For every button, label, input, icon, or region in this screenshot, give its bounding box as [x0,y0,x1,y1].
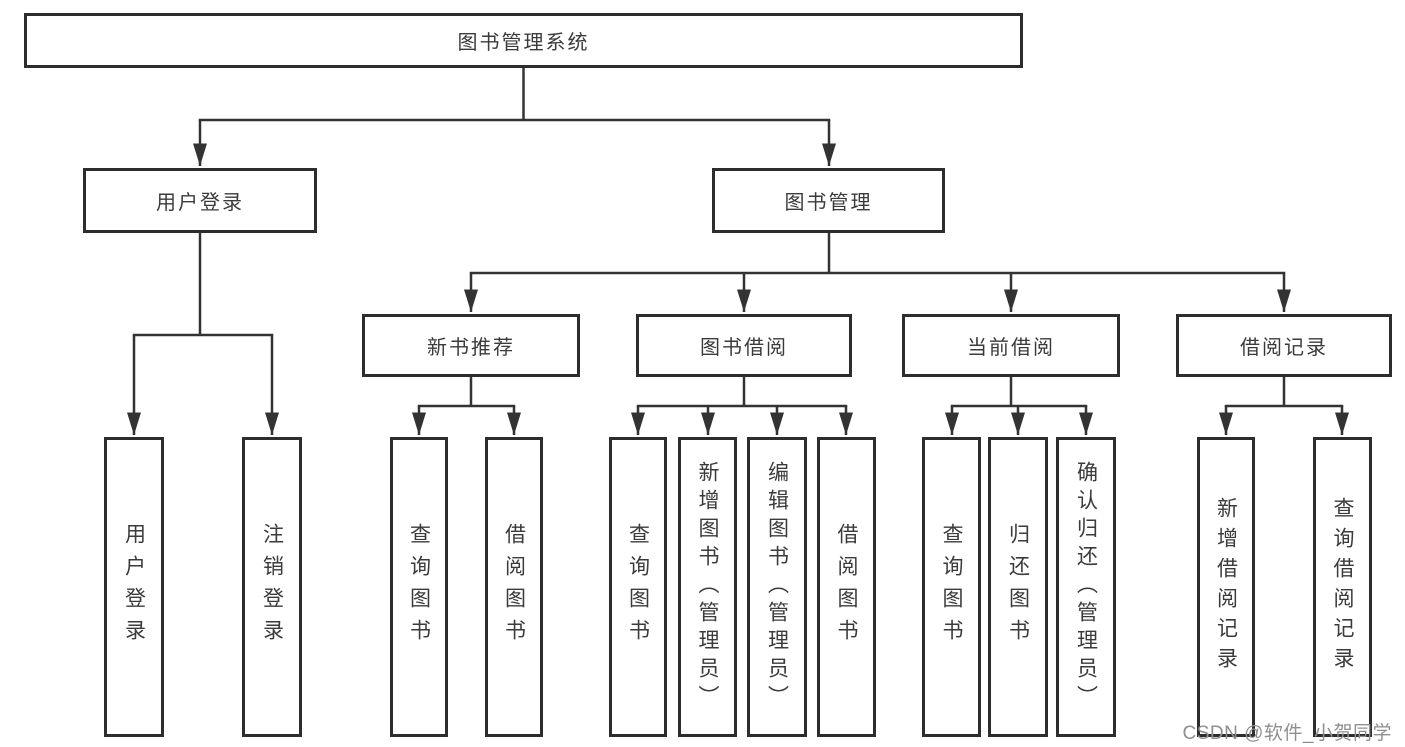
leaf-add-borrow-record: 新增借阅记录 [1197,437,1255,737]
node-label: 借阅图书 [502,523,526,651]
node-label: 图书管理系统 [457,32,590,54]
leaf-query-book-1: 查询图书 [390,437,448,737]
node-label: 用户登录 [156,192,244,214]
node-new-book-recommend: 新书推荐 [362,314,580,377]
node-label: 当前借阅 [967,337,1055,359]
leaf-query-book-3: 查询图书 [922,437,981,737]
node-label: 用户登录 [122,523,146,651]
csdn-watermark: CSDN @软件_小贺同学 [1182,723,1392,744]
node-label: 归还图书 [1006,523,1030,651]
node-book-borrow: 图书借阅 [636,314,852,377]
node-label: 查询借阅记录 [1331,497,1354,677]
node-root: 图书管理系统 [24,13,1023,68]
node-label: 借阅图书 [835,523,858,651]
node-label: 查询图书 [940,523,963,651]
node-label: 编辑图书（管理员） [765,461,789,713]
node-label: 查询图书 [626,523,650,651]
node-label: 新书推荐 [427,337,515,359]
node-current-borrow: 当前借阅 [902,314,1120,377]
node-label: 查询图书 [407,523,431,651]
leaf-logout-login: 注销登录 [242,437,302,737]
leaf-borrow-book-2: 借阅图书 [817,437,876,737]
leaf-return-book: 归还图书 [988,437,1048,737]
node-book-management: 图书管理 [712,168,945,233]
leaf-edit-book-admin: 编辑图书（管理员） [747,437,807,737]
leaf-borrow-book-1: 借阅图书 [485,437,543,737]
leaf-query-book-2: 查询图书 [609,437,667,737]
node-label: 新增图书（管理员） [696,461,719,713]
leaf-user-login: 用户登录 [104,437,164,737]
node-label: 注销登录 [260,523,284,651]
node-label: 图书管理 [784,192,873,214]
node-label: 图书借阅 [700,337,788,359]
node-user-login: 用户登录 [83,168,317,233]
node-label: 新增借阅记录 [1214,497,1238,677]
leaf-add-book-admin: 新增图书（管理员） [678,437,737,737]
leaf-query-borrow-record: 查询借阅记录 [1313,437,1372,737]
leaf-confirm-return-admin: 确认归还（管理员） [1056,437,1116,737]
node-label: 借阅记录 [1240,337,1328,359]
node-borrow-record: 借阅记录 [1176,314,1392,377]
node-label: 确认归还（管理员） [1074,461,1098,713]
